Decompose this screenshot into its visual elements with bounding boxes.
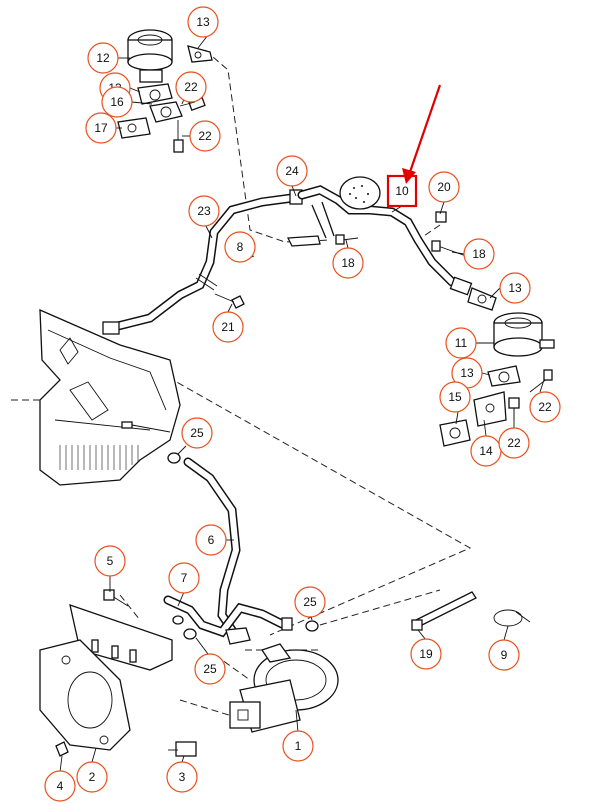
callout-label: 22: [507, 436, 521, 450]
callout-label: 2: [89, 770, 96, 784]
callout-11: 11: [445, 327, 477, 359]
callout-16: 16: [101, 86, 133, 118]
callout-7: 7: [168, 562, 200, 594]
callout-12: 12: [87, 42, 119, 74]
middle-pipe-assembly: [286, 176, 497, 311]
callout-label: 14: [479, 444, 493, 458]
callout-label: 18: [472, 247, 486, 261]
pump-bracket: [39, 589, 173, 757]
callout-label: 15: [448, 390, 462, 404]
callout-24: 24: [276, 155, 308, 187]
callout-22: 22: [175, 71, 207, 103]
callout-label: 13: [460, 366, 474, 380]
callout-13: 13: [499, 272, 531, 304]
callout-label: 4: [57, 779, 64, 793]
callout-label: 10: [395, 184, 409, 198]
callout-19: 19: [410, 638, 442, 670]
callout-labels: 13 12 13 16 22 17 22 24 10 20 23 8 18 18…: [44, 6, 561, 802]
callout-18: 18: [463, 238, 495, 270]
air-cleaner-housing: [39, 308, 181, 486]
callout-22: 22: [498, 427, 530, 459]
callout-label: 25: [203, 662, 217, 676]
callout-3: 3: [166, 761, 198, 793]
callout-label: 16: [110, 95, 124, 109]
callout-label: 18: [341, 256, 355, 270]
callout-label: 25: [303, 595, 317, 609]
callout-22: 22: [529, 391, 561, 423]
callout-label: 22: [198, 129, 212, 143]
secondary-air-pump: [168, 643, 339, 757]
callout-18: 18: [332, 247, 364, 279]
callout-5: 5: [94, 545, 126, 577]
callout-label: 24: [285, 164, 299, 178]
callout-13: 13: [187, 6, 219, 38]
callout-label: 8: [237, 240, 244, 254]
callout-label: 13: [196, 15, 210, 29]
callout-label: 3: [179, 770, 186, 784]
callout-9: 9: [488, 639, 520, 671]
callout-14: 14: [470, 435, 502, 467]
callout-label: 17: [94, 121, 108, 135]
callout-label: 19: [419, 647, 433, 661]
callout-label: 20: [437, 180, 451, 194]
callout-label: 13: [508, 281, 522, 295]
callout-17: 17: [85, 112, 117, 144]
callout-6: 6: [195, 524, 227, 556]
callout-label: 11: [455, 336, 468, 350]
callout-1: 1: [282, 730, 314, 762]
callout-8: 8: [224, 231, 256, 263]
upper-hose: [102, 193, 297, 335]
callout-label: 22: [538, 400, 552, 414]
callout-10-highlighted: 10: [386, 174, 418, 208]
callout-22: 22: [189, 120, 221, 152]
callout-label: 12: [96, 51, 110, 65]
callout-label: 9: [501, 648, 508, 662]
callout-label: 23: [197, 204, 211, 218]
callout-15: 15: [439, 381, 471, 413]
callout-label: 22: [184, 80, 198, 94]
callout-13: 13: [451, 357, 483, 389]
red-arrow-icon: [402, 84, 442, 184]
callout-label: 5: [107, 554, 114, 568]
callout-2: 2: [76, 761, 108, 793]
callout-25: 25: [294, 586, 326, 618]
combination-valve-right: [439, 312, 555, 447]
callout-23: 23: [188, 195, 220, 227]
callout-label: 7: [181, 571, 188, 585]
callout-21: 21: [212, 311, 244, 343]
callout-label: 1: [295, 739, 302, 753]
cable-tie-parts: [411, 591, 531, 631]
combination-valve-top: [117, 29, 213, 153]
callout-4: 4: [44, 770, 76, 802]
callout-20: 20: [428, 171, 460, 203]
callout-25: 25: [194, 653, 226, 685]
callout-25: 25: [181, 417, 213, 449]
callout-label: 6: [208, 533, 215, 547]
lower-hose: [163, 452, 319, 645]
callout-label: 21: [221, 320, 235, 334]
callout-label: 25: [190, 426, 204, 440]
